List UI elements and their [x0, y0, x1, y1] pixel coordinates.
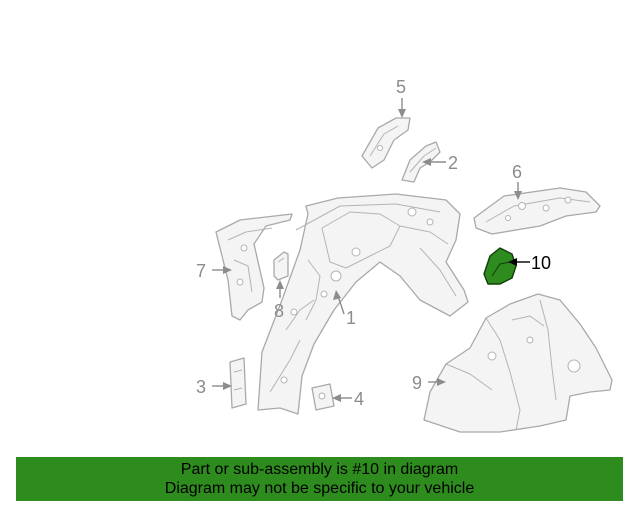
callout-2-label: 2 [448, 153, 458, 173]
callout-7-label: 7 [196, 261, 206, 281]
callout-3-label: 3 [196, 377, 206, 397]
callout-9[interactable]: 9 [412, 373, 446, 393]
callout-10-label: 10 [531, 253, 551, 273]
part-6-extension-panel[interactable] [473, 187, 601, 235]
callout-7[interactable]: 7 [196, 261, 232, 281]
callout-1[interactable]: 1 [333, 290, 356, 328]
parts-diagram: 1 2 3 4 5 6 7 8 9 10 [196, 77, 613, 433]
callout-9-label: 9 [412, 373, 422, 393]
part-notice-banner: Part or sub-assembly is #10 in diagram D… [16, 457, 623, 501]
part-8-clip[interactable] [273, 251, 289, 281]
callout-4[interactable]: 4 [332, 389, 364, 409]
callout-8[interactable]: 8 [274, 280, 284, 321]
banner-line-1: Part or sub-assembly is #10 in diagram [180, 461, 459, 478]
callout-8-label: 8 [274, 301, 284, 321]
banner-line-2: Diagram may not be specific to your vehi… [164, 480, 475, 497]
part-9-wheelhouse[interactable] [423, 293, 613, 433]
part-7-pillar-panel[interactable] [215, 213, 293, 321]
callout-1-label: 1 [346, 308, 356, 328]
part-1-quarter-inner-panel[interactable] [257, 193, 469, 415]
callout-4-label: 4 [354, 389, 364, 409]
callout-5[interactable]: 5 [396, 77, 406, 118]
part-3-lower-bracket[interactable] [229, 357, 247, 409]
callout-5-label: 5 [396, 77, 406, 97]
callout-6[interactable]: 6 [512, 162, 522, 200]
callout-10[interactable]: 10 [508, 253, 551, 273]
part-5-upper-reinforcement[interactable] [361, 117, 411, 169]
callout-2[interactable]: 2 [422, 153, 458, 173]
part-2-bracket[interactable] [401, 141, 441, 183]
callout-3[interactable]: 3 [196, 377, 232, 397]
callout-6-label: 6 [512, 162, 522, 182]
part-10-highlighted-bracket[interactable] [483, 247, 517, 285]
part-4-plate[interactable] [311, 383, 335, 411]
